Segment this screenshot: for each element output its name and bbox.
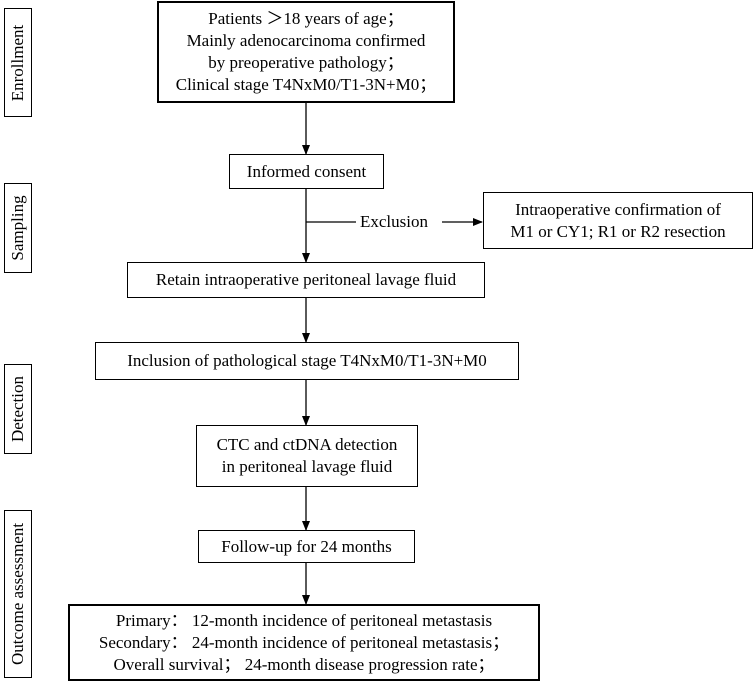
stage-outcome-label: Outcome assessment xyxy=(8,522,27,666)
stage-enrollment: Enrollment xyxy=(4,8,32,117)
criteria-box: Patients ＞18 years of age； Mainly adenoc… xyxy=(157,1,455,103)
outcome-line: Overall survival； 24-month disease progr… xyxy=(113,654,495,674)
inclusion-box: Inclusion of pathological stage T4NxM0/T… xyxy=(95,342,519,380)
stage-outcome: Outcome assessment xyxy=(4,510,32,678)
outcome-line: Secondary： 24-month incidence of periton… xyxy=(98,632,510,652)
stage-enrollment-label: Enrollment xyxy=(8,24,27,101)
retain-text: Retain intraoperative peritoneal lavage … xyxy=(155,270,457,289)
stage-sampling-label: Sampling xyxy=(8,195,27,261)
exclusion-line: M1 or CY1; R1 or R2 resection xyxy=(510,221,726,241)
stage-detection-label: Detection xyxy=(8,375,27,443)
followup-box: Follow-up for 24 months xyxy=(198,530,415,563)
criteria-line: Clinical stage T4NxM0/T1-3N+M0； xyxy=(175,75,437,94)
detection-line: CTC and ctDNA detection xyxy=(216,435,398,454)
retain-box: Retain intraoperative peritoneal lavage … xyxy=(127,262,485,298)
outcome-line: Primary： 12-month incidence of peritonea… xyxy=(115,610,493,630)
detection-line: in peritoneal lavage fluid xyxy=(221,457,393,476)
detection-box: CTC and ctDNA detection in peritoneal la… xyxy=(196,425,418,487)
outcomes-box: Primary： 12-month incidence of peritonea… xyxy=(68,604,540,681)
stage-sampling: Sampling xyxy=(4,183,32,273)
stage-detection: Detection xyxy=(4,364,32,454)
exclusion-label: Exclusion xyxy=(358,212,430,232)
exclusion-box: Intraoperative confirmation of M1 or CY1… xyxy=(483,192,753,249)
consent-box: Informed consent xyxy=(229,154,384,189)
criteria-line: by preoperative pathology； xyxy=(208,53,404,72)
criteria-line: Patients ＞18 years of age； xyxy=(208,9,404,28)
exclusion-line: Intraoperative confirmation of xyxy=(515,199,721,219)
followup-text: Follow-up for 24 months xyxy=(221,536,392,556)
inclusion-text: Inclusion of pathological stage T4NxM0/T… xyxy=(127,351,487,370)
criteria-line: Mainly adenocarcinoma confirmed xyxy=(186,31,426,50)
consent-text: Informed consent xyxy=(246,161,367,181)
